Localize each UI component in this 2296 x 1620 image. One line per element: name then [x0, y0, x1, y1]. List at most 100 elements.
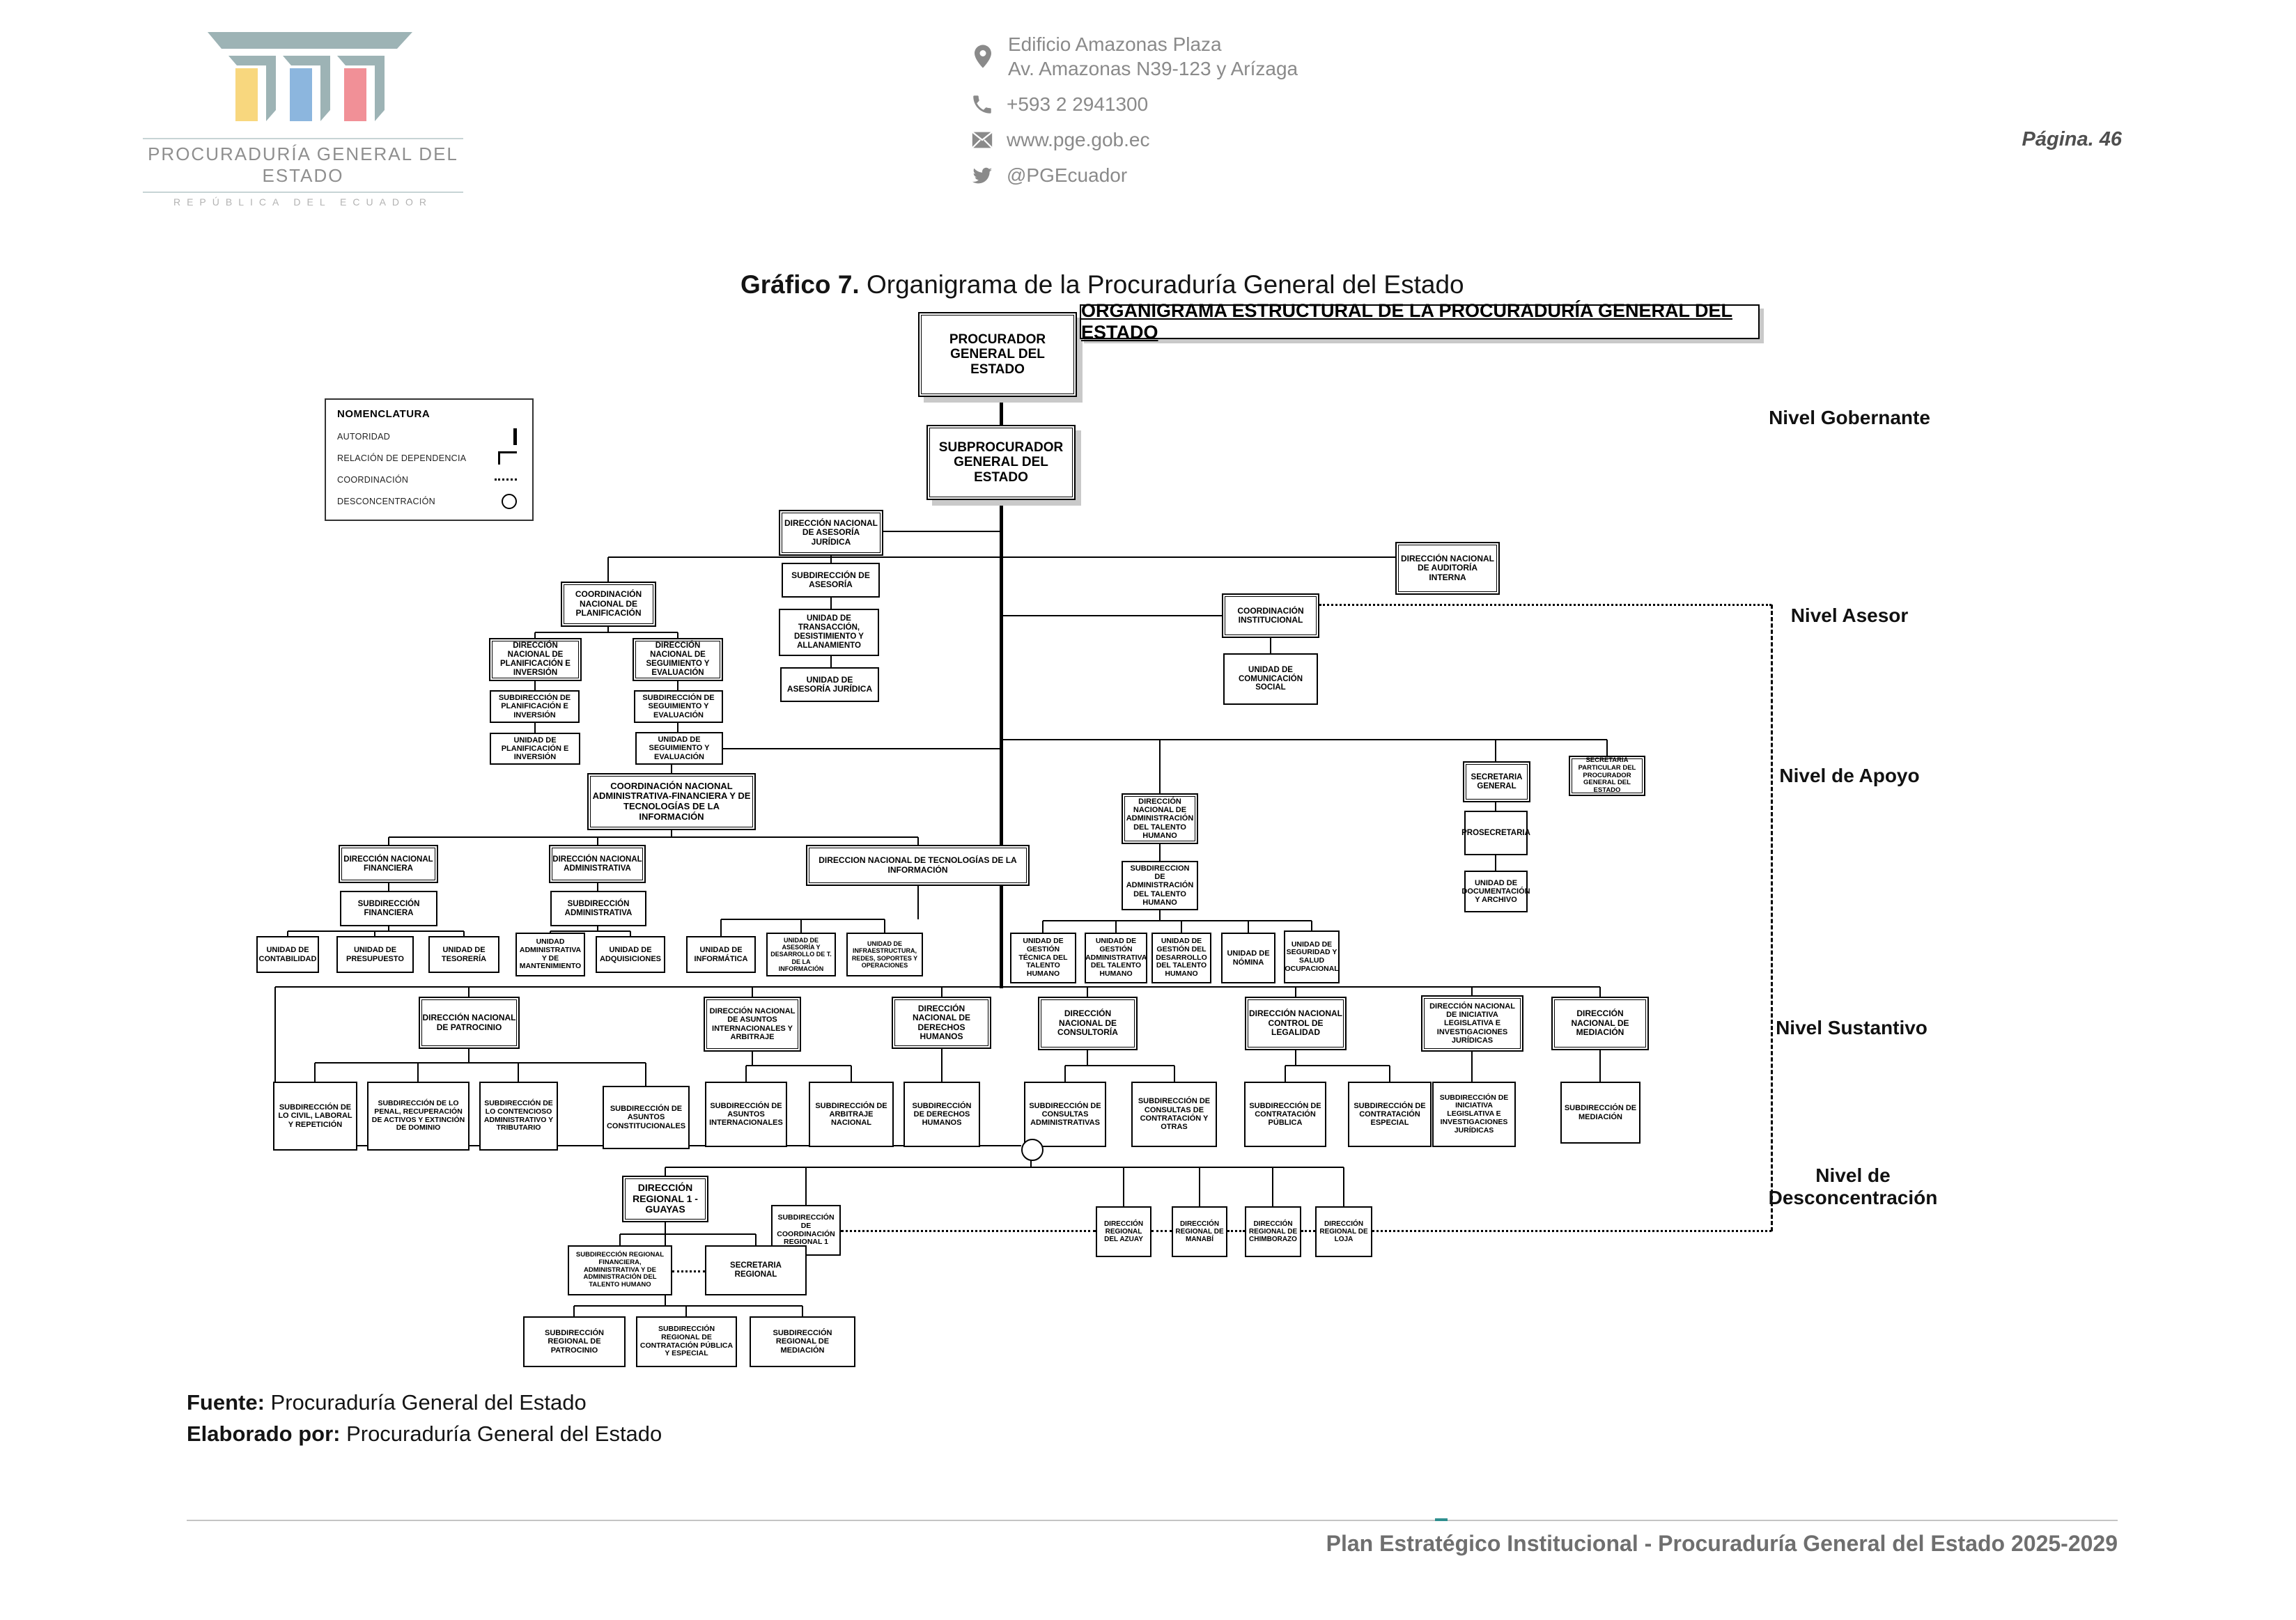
org-node-dir_guayas: DIRECCIÓN REGIONAL 1 - GUAYAS — [622, 1176, 708, 1222]
org-node-sub_reg_mediacion: SUBDIRECCIÓN REGIONAL DE MEDIACIÓN — [750, 1316, 855, 1367]
org-node-dir_iniciativa: DIRECCIÓN NACIONAL DE INICIATIVA LEGISLA… — [1421, 995, 1523, 1052]
dependency-connector — [468, 987, 470, 997]
org-chart-banner: ORGANIGRAMA ESTRUCTURAL DE LA PROCURADUR… — [1080, 300, 1760, 343]
dependency-connector — [417, 1063, 419, 1082]
dependency-connector — [941, 1049, 943, 1082]
dependency-connector — [315, 1062, 646, 1064]
dependency-connector — [597, 883, 598, 891]
org-node-sub_reg_financiera: SUBDIRECCIÓN REGIONAL FINANCIERA, ADMINI… — [568, 1245, 672, 1295]
org-node-sub_contencioso: SUBDIRECCIÓN DE LO CONTENCIOSO ADMINISTR… — [479, 1082, 558, 1151]
legend-item: AUTORIDAD — [326, 426, 532, 447]
org-node-uni_transaccion: UNIDAD DE TRANSACCIÓN, DESISTIMIENTO Y A… — [779, 609, 879, 656]
legend-symbol-circle — [502, 493, 517, 509]
dependency-connector — [388, 837, 389, 846]
authority-line — [999, 500, 1003, 988]
legend-item-label: RELACIÓN DE DEPENDENCIA — [337, 453, 467, 463]
org-node-uni_seguridad: UNIDAD DE SEGURIDAD Y SALUD OCUPACIONAL — [1284, 930, 1340, 983]
org-node-uni_gestion_desarrollo: UNIDAD DE GESTIÓN DEL DESARROLLO DEL TAL… — [1151, 933, 1211, 983]
org-node-sub_talento: SUBDIRECCION DE ADMINISTRACIÓN DEL TALEN… — [1122, 861, 1198, 910]
dependency-connector — [388, 926, 389, 931]
figure-caption-prefix: Gráfico 7. — [740, 270, 860, 299]
org-node-sub_reg_patrocinio: SUBDIRECCIÓN REGIONAL DE PATROCINIO — [523, 1316, 626, 1367]
dependency-connector — [1295, 987, 1296, 997]
phone-icon — [973, 95, 991, 114]
legend-item: DESCONCENTRACIÓN — [326, 490, 532, 512]
dependency-connector — [1389, 1066, 1390, 1082]
org-node-dir_auditoria: DIRECCIÓN NACIONAL DE AUDITORÍA INTERNA — [1395, 542, 1500, 595]
dependency-connector — [752, 987, 753, 997]
elaborated-value: Procuraduría General del Estado — [340, 1421, 662, 1446]
level-label-sustantivo: Nivel Sustantivo — [1776, 1017, 1927, 1038]
dependency-connector — [677, 723, 678, 733]
org-node-uni_documentacion: UNIDAD DE DOCUMENTACIÓN Y ARCHIVO — [1461, 871, 1530, 912]
dependency-connector — [677, 632, 678, 639]
dependency-connector — [884, 919, 885, 933]
twitter-handle: @PGEcuador — [1007, 164, 1128, 186]
dependency-connector — [274, 987, 276, 1146]
org-node-dir_patrocinio: DIRECCIÓN NACIONAL DE PATROCINIO — [419, 997, 520, 1049]
level-label-asesor: Nivel Asesor — [1790, 605, 1909, 626]
dependency-connector — [314, 1063, 316, 1082]
dependency-connector — [721, 919, 885, 920]
org-node-secretaria_particular: SECRETARIA PARTICULAR DEL PROCURADOR GEN… — [1569, 756, 1645, 796]
level-label-desconcentracion: Nivel de Desconcentración — [1768, 1165, 1938, 1208]
phone-number: +593 2 2941300 — [1007, 93, 1149, 115]
org-node-sub_consultas_contr: SUBDIRECCIÓN DE CONSULTAS DE CONTRATACIÓ… — [1131, 1082, 1217, 1147]
dependency-connector — [1295, 1050, 1296, 1066]
legend-item-label: AUTORIDAD — [337, 431, 391, 442]
org-node-uni_seguimiento: UNIDAD DE SEGUIMIENTO Y EVALUACIÓN — [635, 732, 723, 765]
dependency-connector — [755, 1234, 757, 1246]
footer-plan-title: Plan Estratégico Institucional - Procura… — [1326, 1531, 2118, 1556]
dependency-connector — [1599, 987, 1601, 997]
figure-caption-text: Organigrama de la Procuraduría General d… — [859, 270, 1464, 299]
org-node-procurador: PROCURADOR GENERAL DEL ESTADO — [918, 312, 1077, 397]
org-node-dir_asesoria: DIRECCIÓN NACIONAL DE ASESORÍA JURÍDICA — [779, 510, 883, 556]
dependency-connector — [550, 930, 630, 932]
dependency-connector — [620, 1233, 756, 1235]
dependency-connector — [534, 723, 536, 733]
dependency-connector — [574, 1305, 802, 1307]
dependency-connector — [1001, 739, 1607, 740]
org-node-sub_arbitraje: SUBDIRECCIÓN DE ARBITRAJE NACIONAL — [809, 1082, 894, 1147]
elaborated-line: Elaborado por: Procuraduría General del … — [187, 1419, 662, 1450]
dependency-connector — [720, 919, 722, 937]
org-node-sub_seguimiento: SUBDIRECCIÓN DE SEGUIMIENTO Y EVALUACIÓN — [634, 690, 723, 723]
dependency-connector — [752, 1052, 753, 1066]
dependency-connector — [468, 1049, 470, 1063]
legend-item: RELACIÓN DE DEPENDENCIA — [326, 447, 532, 469]
dependency-connector — [800, 919, 802, 933]
contact-address: Edificio Amazonas Plaza Av. Amazonas N39… — [970, 32, 1298, 81]
dependency-connector — [1248, 921, 1249, 933]
dependency-connector — [388, 883, 389, 891]
dependency-connector — [1495, 855, 1496, 871]
dependency-connector — [463, 931, 465, 937]
dependency-connector — [1311, 921, 1312, 931]
dependency-connector — [805, 1167, 807, 1206]
dependency-connector — [534, 632, 536, 639]
dependency-connector — [851, 1066, 852, 1082]
source-block: Fuente: Procuraduría General del Estado … — [187, 1387, 662, 1450]
dependency-connector — [619, 1234, 621, 1246]
org-node-sub_contr_publica: SUBDIRECCIÓN DE CONTRATACIÓN PÚBLICA — [1244, 1082, 1326, 1147]
org-node-uni_admin_mant: UNIDAD ADMINISTRATIVA Y DE MANTENIMIENTO — [515, 933, 585, 976]
legend-item: COORDINACIÓN — [326, 469, 532, 490]
dependency-connector — [608, 556, 1395, 558]
org-node-sub_contr_especial: SUBDIRECCIÓN DE CONTRATACIÓN ESPECIAL — [1348, 1082, 1432, 1147]
dependency-connector — [671, 830, 672, 837]
dependency-connector — [746, 1065, 851, 1066]
source-label: Fuente: — [187, 1390, 265, 1415]
legend-item-label: DESCONCENTRACIÓN — [337, 496, 435, 506]
org-node-dir_loja: DIRECCIÓN REGIONAL DE LOJA — [1315, 1206, 1372, 1257]
contact-block: Edificio Amazonas Plaza Av. Amazonas N39… — [970, 32, 1298, 187]
dependency-connector — [573, 1306, 575, 1317]
contact-twitter: @PGEcuador — [970, 163, 1298, 187]
dependency-connector — [665, 1167, 666, 1176]
org-node-dir_administrativa: DIRECCIÓN NACIONAL ADMINISTRATIVA — [549, 845, 646, 883]
source-line: Fuente: Procuraduría General del Estado — [187, 1387, 662, 1419]
org-node-sub_civil: SUBDIRECCIÓN DE LO CIVIL, LABORAL Y REPE… — [273, 1082, 357, 1151]
dependency-connector — [1471, 987, 1473, 996]
org-node-uni_informatica: UNIDAD DE INFORMÁTICA — [686, 936, 756, 973]
org-node-sub_mediacion: SUBDIRECCIÓN DE MEDIACIÓN — [1560, 1082, 1640, 1144]
website-url: www.pge.gob.ec — [1007, 129, 1150, 150]
dependency-connector — [1343, 1167, 1344, 1207]
